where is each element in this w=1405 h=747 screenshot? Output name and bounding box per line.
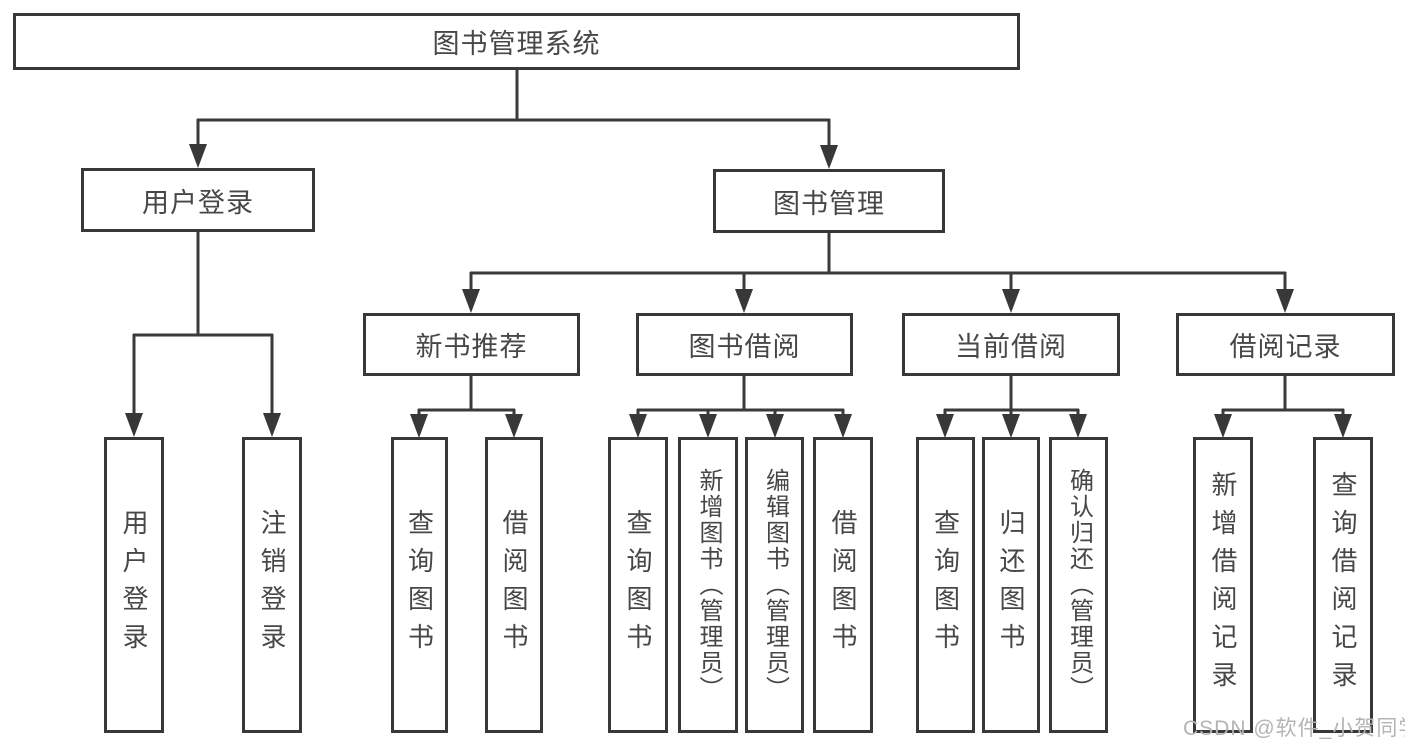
- csdn-watermark: CSDN @软件_小贺同学: [1183, 717, 1405, 740]
- leaf-logout: 注销登录: [242, 437, 302, 733]
- node-book-mgmt: 图书管理: [713, 169, 945, 233]
- leaf-borrow-book: 借阅图书: [813, 437, 873, 733]
- node-root: 图书管理系统: [13, 13, 1020, 70]
- leaf-current-query-book-label: 查询图书: [930, 509, 961, 661]
- node-borrow-records: 借阅记录: [1176, 313, 1395, 376]
- leaf-add-book-admin-label: 新增图书（管理员）: [695, 468, 722, 702]
- leaf-add-borrow-record-label: 新增借阅记录: [1208, 471, 1238, 699]
- leaf-logout-label: 注销登录: [257, 509, 287, 661]
- node-root-label: 图书管理系统: [432, 29, 601, 59]
- leaf-user-login: 用户登录: [104, 437, 164, 733]
- node-user-login: 用户登录: [81, 168, 315, 232]
- leaf-current-query-book: 查询图书: [916, 437, 975, 733]
- node-book-borrow: 图书借阅: [636, 313, 853, 376]
- leaf-edit-book-admin: 编辑图书（管理员）: [745, 437, 804, 733]
- leaf-query-borrow-record: 查询借阅记录: [1313, 437, 1373, 733]
- leaf-confirm-return-admin-label: 确认归还（管理员）: [1065, 468, 1093, 702]
- node-current-borrow: 当前借阅: [902, 313, 1120, 376]
- leaf-query-borrow-record-label: 查询借阅记录: [1328, 471, 1358, 699]
- leaf-borrow-query-book-label: 查询图书: [623, 509, 653, 661]
- leaf-rec-query-book-label: 查询图书: [404, 509, 435, 661]
- node-book-mgmt-label: 图书管理: [773, 188, 885, 219]
- leaf-return-book: 归还图书: [982, 437, 1040, 733]
- leaf-borrow-query-book: 查询图书: [608, 437, 668, 733]
- leaf-rec-borrow-book: 借阅图书: [485, 437, 543, 733]
- leaf-confirm-return-admin: 确认归还（管理员）: [1049, 437, 1108, 733]
- leaf-borrow-book-label: 借阅图书: [828, 509, 858, 661]
- leaf-add-borrow-record: 新增借阅记录: [1193, 437, 1253, 733]
- leaf-add-book-admin: 新增图书（管理员）: [678, 437, 738, 733]
- node-new-book-recommend-label: 新书推荐: [415, 332, 528, 362]
- leaf-return-book-label: 归还图书: [996, 509, 1026, 661]
- leaf-rec-borrow-book-label: 借阅图书: [499, 509, 529, 661]
- node-user-login-label: 用户登录: [142, 187, 254, 218]
- leaf-user-login-label: 用户登录: [119, 509, 149, 661]
- leaf-edit-book-admin-label: 编辑图书（管理员）: [761, 468, 789, 702]
- leaf-rec-query-book: 查询图书: [391, 437, 448, 733]
- node-new-book-recommend: 新书推荐: [363, 313, 580, 376]
- node-book-borrow-label: 图书借阅: [688, 332, 801, 362]
- node-borrow-records-label: 借阅记录: [1229, 332, 1342, 362]
- node-current-borrow-label: 当前借阅: [955, 332, 1067, 362]
